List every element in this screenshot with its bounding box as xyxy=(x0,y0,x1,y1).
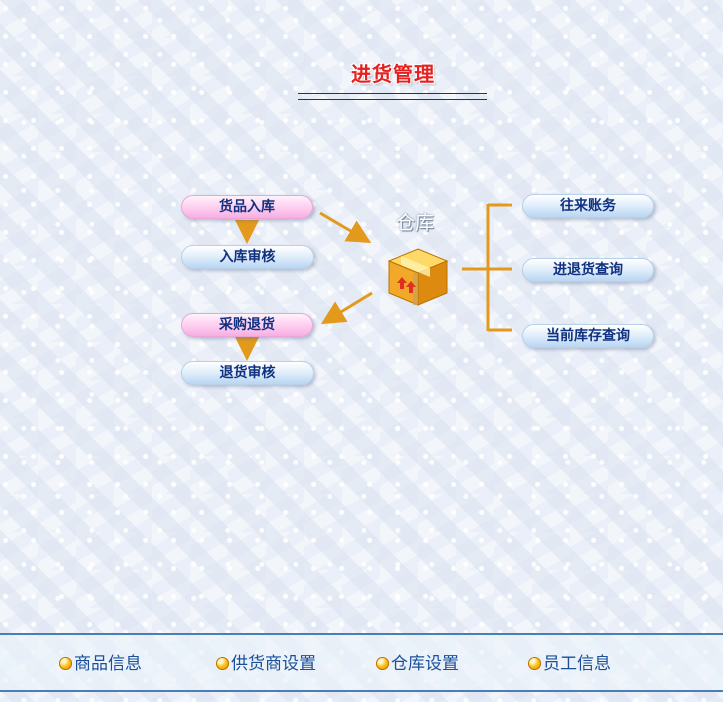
footer-link-staff-info[interactable]: 员工信息 xyxy=(528,652,611,676)
accounts-button[interactable]: 往来账务 xyxy=(522,194,654,218)
footer-link-label: 商品信息 xyxy=(74,654,142,674)
page-title: 进货管理 xyxy=(351,62,435,86)
title-underline xyxy=(298,93,487,100)
footer-bar xyxy=(0,633,723,692)
arrow-warehouse-to-return xyxy=(320,291,373,325)
in-review-button[interactable]: 入库审核 xyxy=(181,245,314,269)
goods-in-button[interactable]: 货品入库 xyxy=(181,195,313,219)
stock-query-button[interactable]: 当前库存查询 xyxy=(522,324,654,348)
in-out-query-button[interactable]: 进退货查询 xyxy=(522,258,654,282)
warehouse-label: 仓库 xyxy=(396,212,435,234)
orange-bullet-icon xyxy=(376,657,389,670)
footer-link-label: 员工信息 xyxy=(543,654,611,674)
footer-link-goods-info[interactable]: 商品信息 xyxy=(59,652,142,676)
footer-link-label: 仓库设置 xyxy=(391,654,459,674)
return-review-button[interactable]: 退货审核 xyxy=(181,361,314,385)
orange-bullet-icon xyxy=(216,657,229,670)
orange-bullet-icon xyxy=(528,657,541,670)
footer-link-label: 供货商设置 xyxy=(231,654,316,674)
orange-bullet-icon xyxy=(59,657,72,670)
package-box-icon[interactable] xyxy=(383,239,453,309)
footer-link-supplier-settings[interactable]: 供货商设置 xyxy=(216,652,316,676)
footer-link-warehouse-settings[interactable]: 仓库设置 xyxy=(376,652,459,676)
arrow-goods-in-to-warehouse xyxy=(319,211,372,244)
purchase-return-button[interactable]: 采购退货 xyxy=(181,313,313,337)
